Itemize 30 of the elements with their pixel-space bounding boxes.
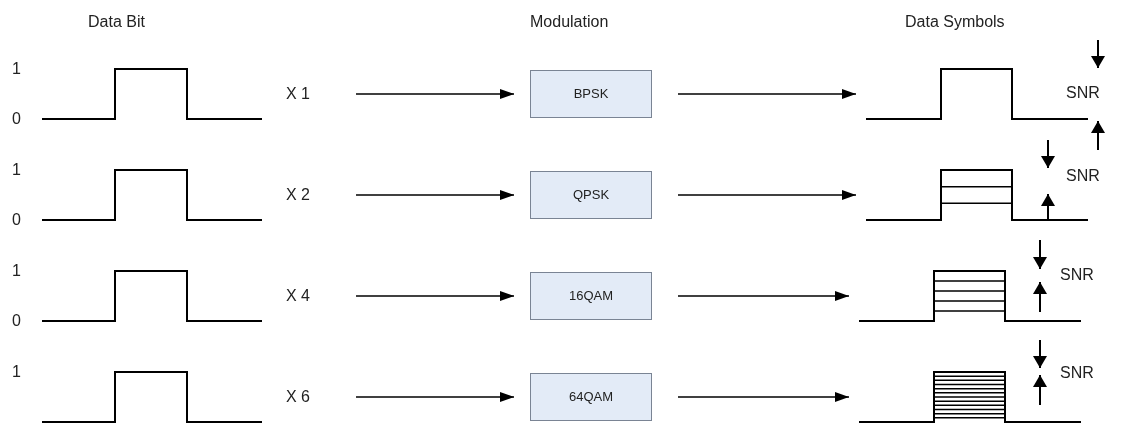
column-heading: Data Symbols — [905, 14, 1005, 30]
multiplier-label: X 1 — [286, 83, 310, 105]
snr-label: SNR — [1066, 85, 1100, 101]
level-label: 1 — [12, 263, 21, 279]
modulation-box: 64QAM — [530, 373, 652, 421]
arrow — [677, 392, 850, 402]
arrow — [677, 89, 857, 99]
level-label: 0 — [12, 313, 21, 329]
snr-label: SNR — [1066, 168, 1100, 184]
level-label: 1 — [12, 61, 21, 77]
snr-label: SNR — [1060, 365, 1094, 381]
modulation-box: 16QAM — [530, 272, 652, 320]
level-label: 0 — [12, 212, 21, 228]
arrow — [355, 89, 515, 99]
multiplier-label: X 6 — [286, 386, 310, 408]
multiplier-label: X 2 — [286, 184, 310, 206]
column-heading: Data Bit — [88, 14, 145, 30]
level-label: 0 — [12, 111, 21, 127]
modulation-box: QPSK — [530, 171, 652, 219]
arrow — [355, 291, 515, 301]
arrow — [355, 190, 515, 200]
level-label: 1 — [12, 162, 21, 178]
column-heading: Modulation — [530, 14, 609, 30]
snr-label: SNR — [1060, 267, 1094, 283]
arrow — [677, 291, 850, 301]
level-label: 1 — [12, 364, 21, 380]
arrow — [677, 190, 857, 200]
arrow — [355, 392, 515, 402]
multiplier-label: X 4 — [286, 285, 310, 307]
modulation-box: BPSK — [530, 70, 652, 118]
